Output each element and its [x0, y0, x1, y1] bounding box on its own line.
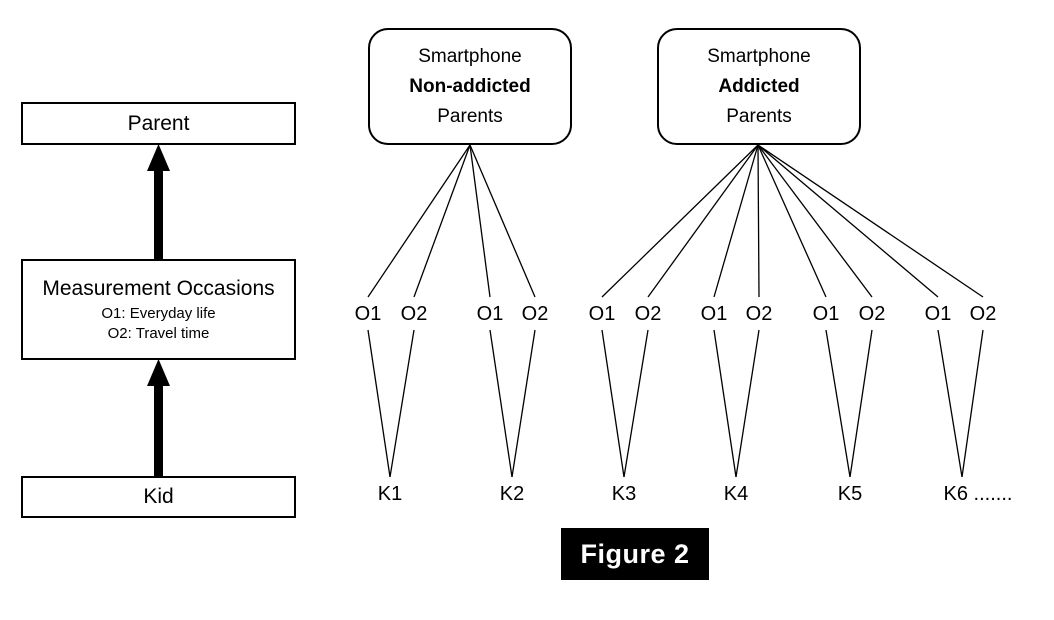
level-box-measurement-occasions: Measurement Occasions O1: Everyday life … [21, 259, 296, 360]
v-connectors-occasion-to-kid [367, 329, 984, 478]
occasion-label-6: O2 [634, 303, 662, 325]
group-line-3-non-addicted: Parents [437, 105, 503, 127]
occasion-label-2: O2 [400, 303, 428, 325]
kid-label-k5: K5 [837, 483, 863, 505]
occasion-label-1: O1 [354, 303, 382, 325]
occasion-label-5: O1 [588, 303, 616, 325]
group-line-2-non-addicted: Non-addicted [409, 75, 531, 97]
occasion-label-9: O1 [812, 303, 840, 325]
group-line-1-addicted: Smartphone [707, 45, 811, 67]
level-title-measurement-occasions: Measurement Occasions [42, 276, 275, 300]
group-line-2-addicted: Addicted [718, 75, 800, 97]
level-title-kid: Kid [143, 485, 174, 508]
level-title-parent: Parent [127, 111, 190, 135]
occasion-label-7: O1 [700, 303, 728, 325]
occasion-label-4: O2 [521, 303, 549, 325]
figure-caption: Figure 2 [561, 528, 709, 580]
arrow-kid-to-measurement [147, 359, 170, 476]
occasion-label-10: O2 [858, 303, 886, 325]
kid-label-k3: K3 [611, 483, 637, 505]
kid-label-k1: K1 [377, 483, 403, 505]
fan-lines-addicted [601, 144, 984, 298]
occasion-label-8: O2 [745, 303, 773, 325]
group-box-non-addicted-parents: Smartphone Non-addicted Parents [368, 28, 572, 145]
group-line-3-addicted: Parents [726, 105, 792, 127]
level-box-parent: Parent [21, 102, 296, 145]
kid-label-k4: K4 [723, 483, 749, 505]
kid-label-k2: K2 [499, 483, 525, 505]
level-sub-occasion-2: O2: Travel time [107, 324, 210, 342]
occasion-label-11: O1 [924, 303, 952, 325]
kid-label-k6: K6 ....... [943, 483, 1013, 505]
fan-lines-non-addicted [367, 144, 536, 298]
occasion-label-3: O1 [476, 303, 504, 325]
level-box-kid: Kid [21, 476, 296, 518]
occasion-label-12: O2 [969, 303, 997, 325]
arrow-measurement-to-parent [147, 144, 170, 259]
group-line-1-non-addicted: Smartphone [418, 45, 522, 67]
group-box-addicted-parents: Smartphone Addicted Parents [657, 28, 861, 145]
level-sub-occasion-1: O1: Everyday life [101, 304, 216, 322]
